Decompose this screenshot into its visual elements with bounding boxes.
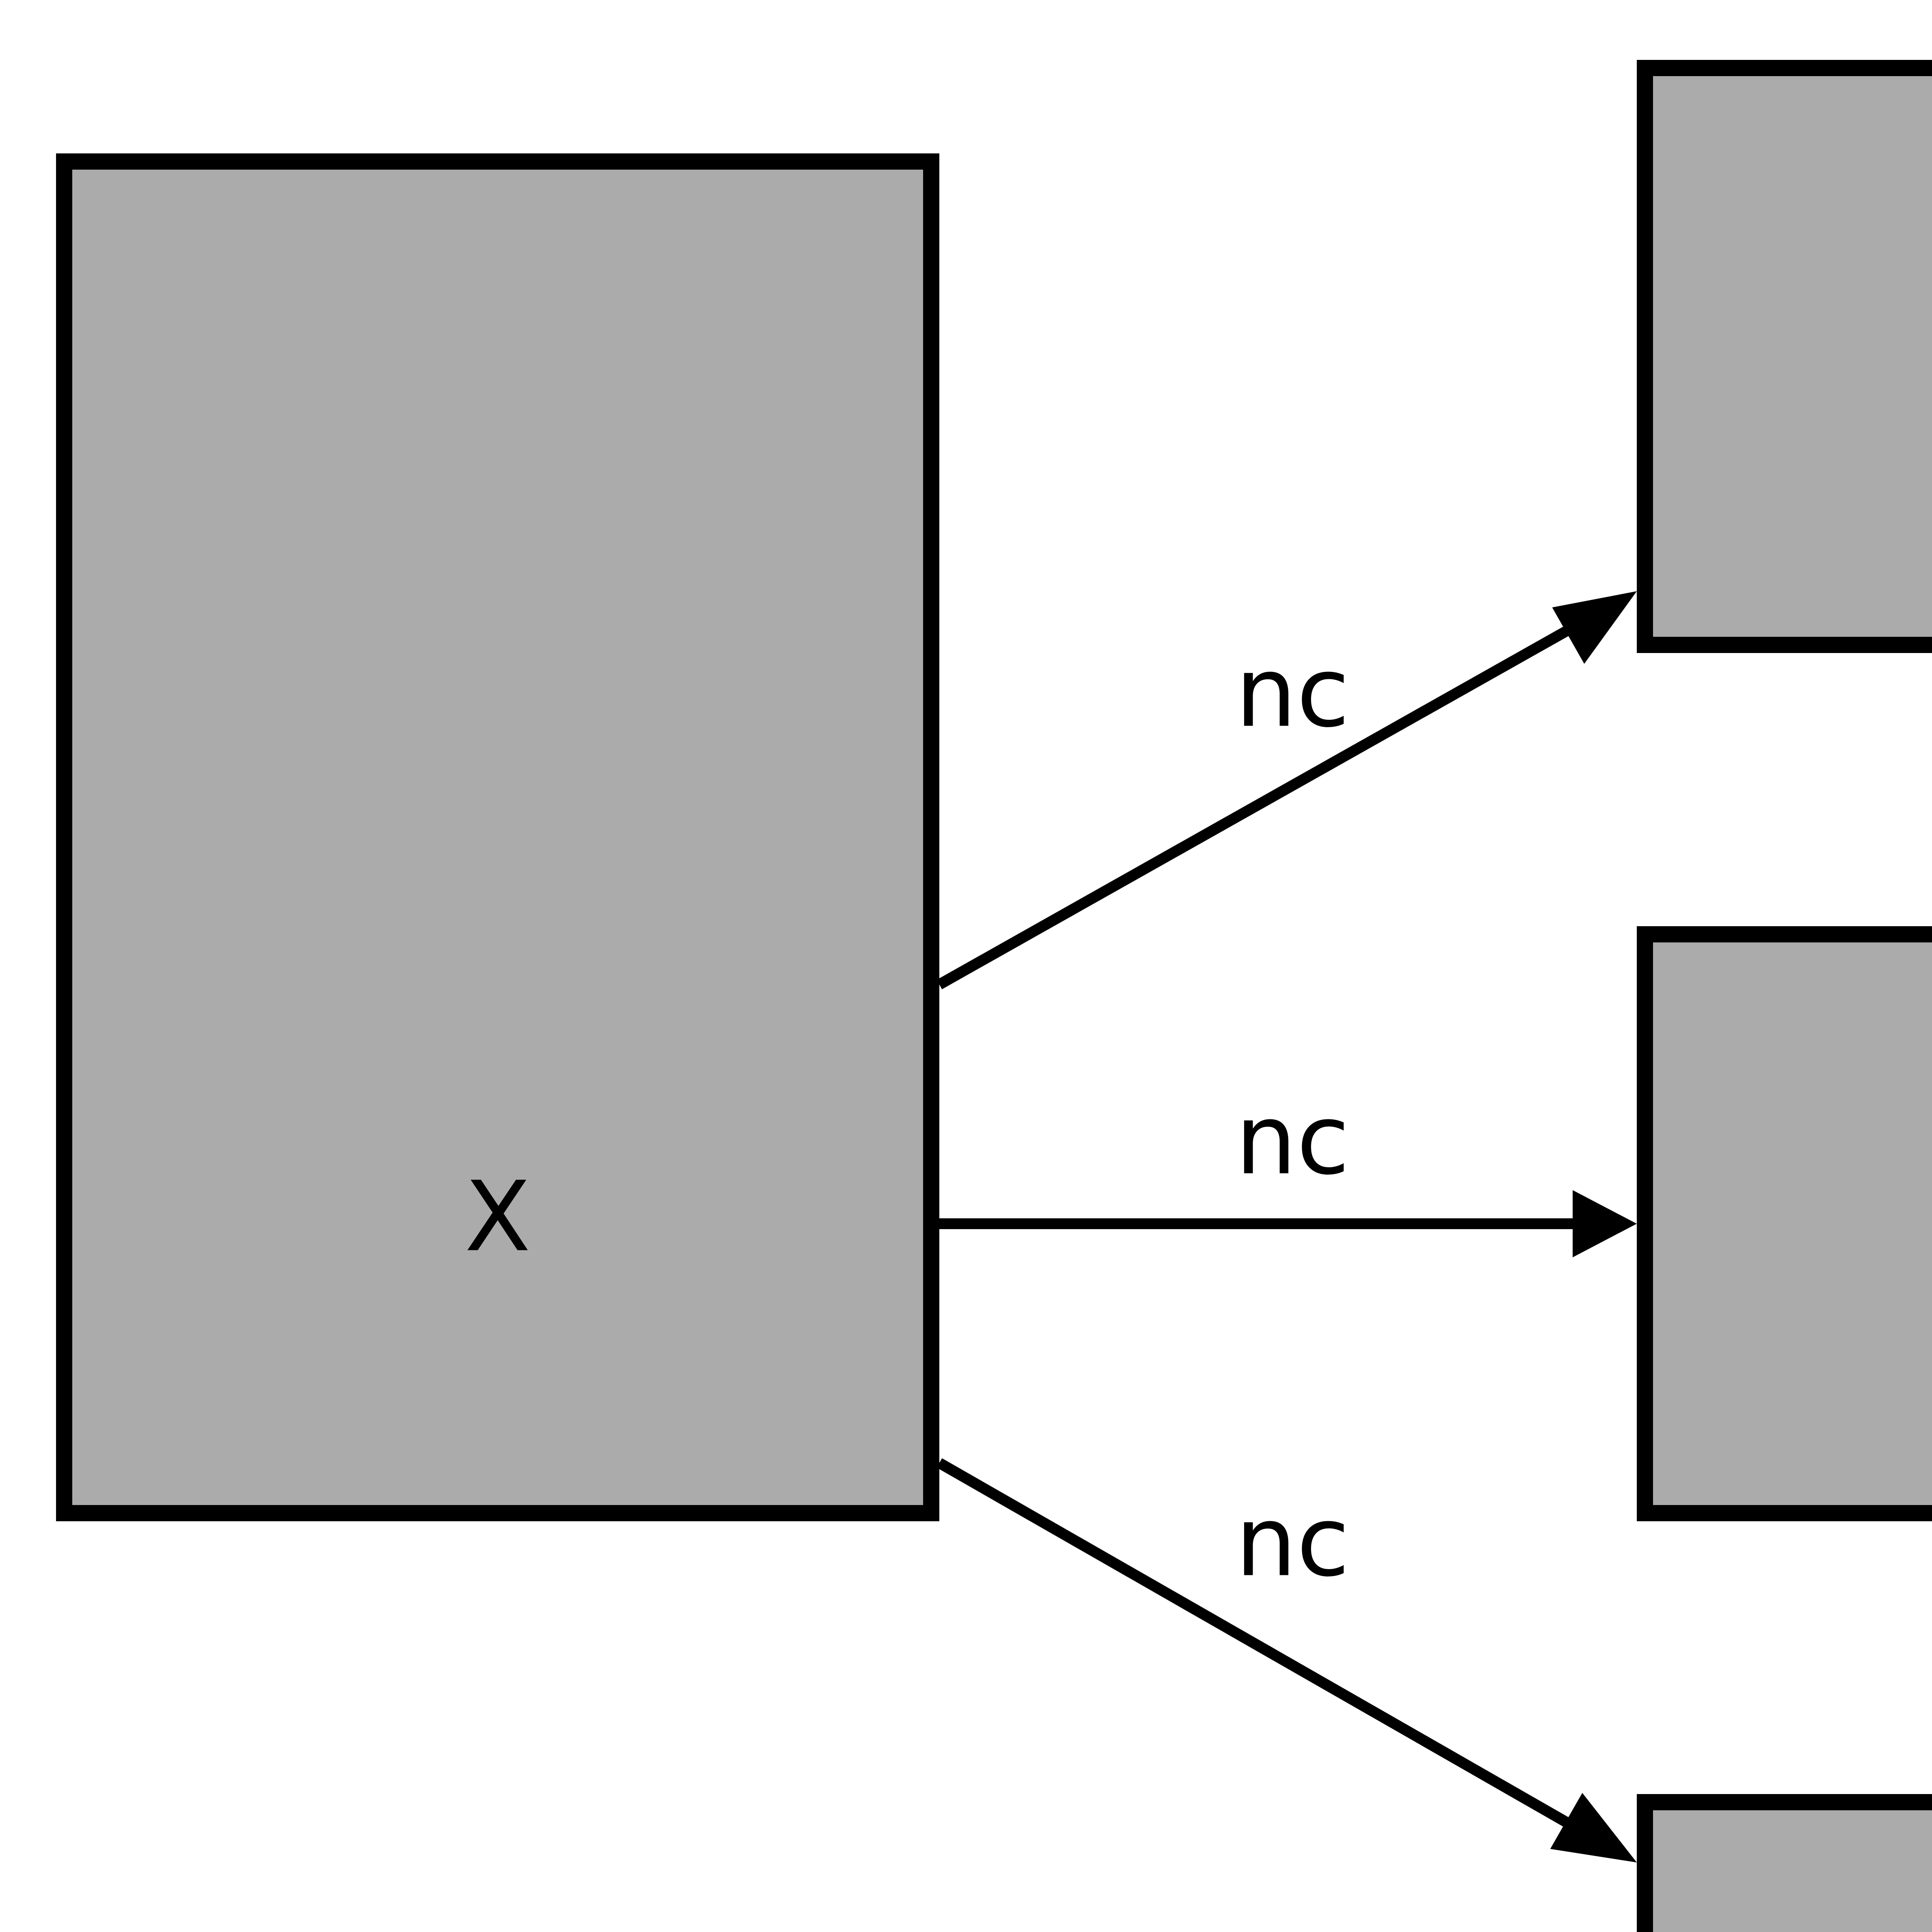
arrowhead-x-to-y2 bbox=[1573, 1190, 1637, 1257]
node-y1-rect bbox=[1637, 60, 1932, 653]
node-y1[interactable]: Y1 bbox=[1637, 60, 1932, 653]
edge-line-x-to-y3 bbox=[937, 1458, 1595, 1842]
node-x-rect bbox=[56, 153, 939, 1521]
edge-label-x-to-y2: nc bbox=[1235, 1083, 1350, 1196]
edge-x-to-y2[interactable]: nc bbox=[939, 1083, 1637, 1257]
node-x[interactable]: X bbox=[56, 153, 939, 1521]
node-x-label: X bbox=[464, 1160, 531, 1273]
arrowhead-x-to-y1 bbox=[1552, 591, 1637, 664]
node-y2[interactable]: Y2 bbox=[1637, 926, 1932, 1521]
edge-label-x-to-y1: nc bbox=[1235, 636, 1350, 748]
node-y2-rect bbox=[1637, 926, 1932, 1521]
edge-x-to-y1[interactable]: nc bbox=[937, 591, 1637, 990]
edge-line-x-to-y1 bbox=[937, 611, 1597, 990]
arrowhead-x-to-y3 bbox=[1550, 1793, 1637, 1862]
node-y3[interactable]: Y3 bbox=[1637, 1794, 1932, 1932]
edge-label-x-to-y3: nc bbox=[1235, 1485, 1350, 1598]
edge-x-to-y3[interactable]: nc bbox=[937, 1458, 1637, 1862]
node-y3-rect bbox=[1637, 1794, 1932, 1932]
